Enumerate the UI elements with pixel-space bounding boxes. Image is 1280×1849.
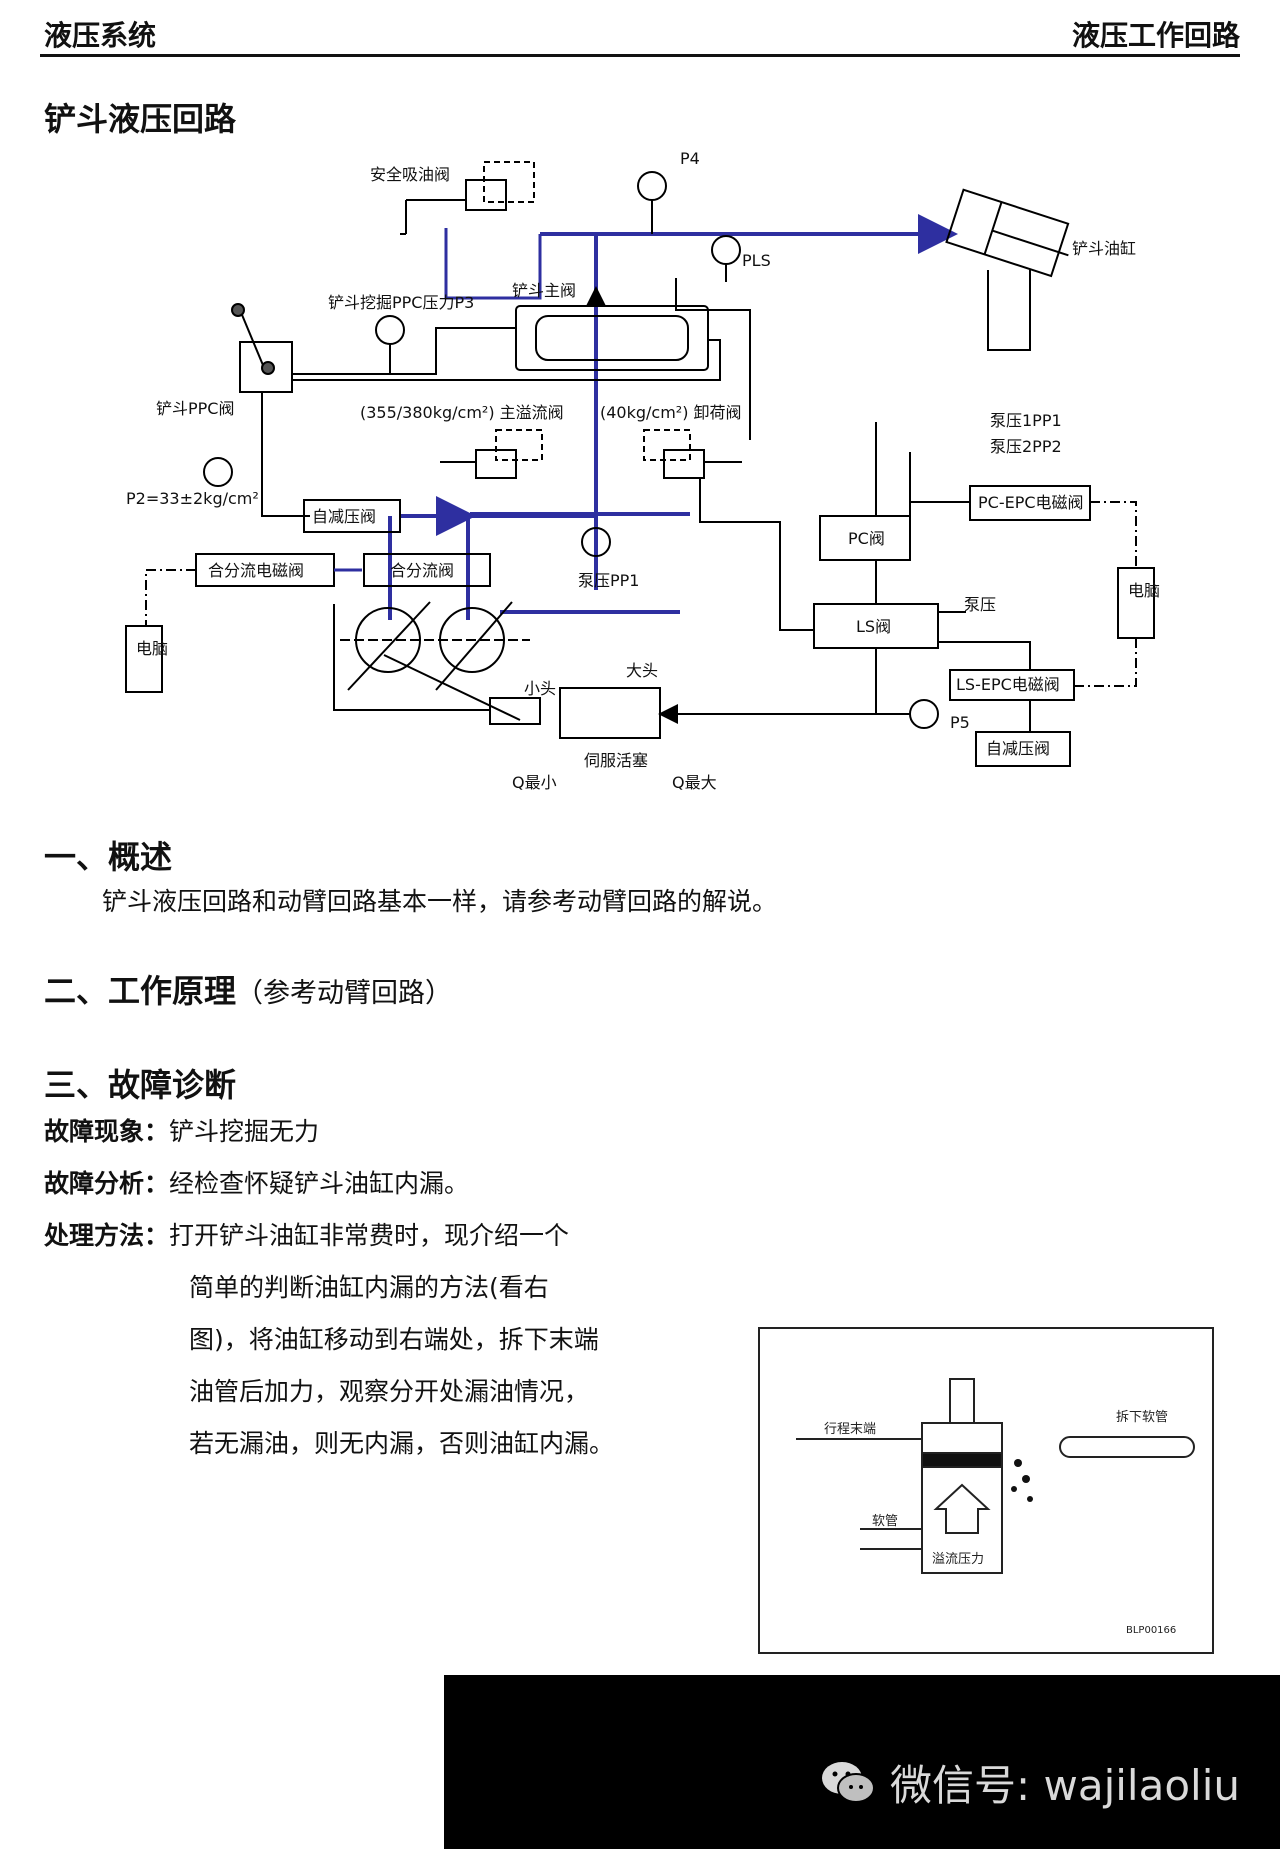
label-p5: P5 <box>950 713 970 732</box>
label-safety-valve: 安全吸油阀 <box>370 165 450 184</box>
label-merge-solenoid: 合分流电磁阀 <box>208 561 304 580</box>
label-q-max: Q最大 <box>672 773 717 792</box>
label-q-min: Q最小 <box>512 773 557 792</box>
label-big-end: 大头 <box>626 661 658 680</box>
section-overview-text: 铲斗液压回路和动臂回路基本一样，请参考动臂回路的解说。 <box>102 887 778 916</box>
header-divider <box>40 54 1240 57</box>
watermark-panel <box>444 1675 1280 1849</box>
label-pls: PLS <box>742 251 771 270</box>
label-pc-epc: PC-EPC电磁阀 <box>978 493 1084 512</box>
label-small-end: 小头 <box>524 679 556 698</box>
cylinder-leak-figure: 行程末端 拆下软管 软管 溢流压力 BLP00166 <box>758 1327 1214 1654</box>
label-hose: 软管 <box>872 1514 898 1529</box>
method-label: 处理方法： <box>44 1221 170 1250</box>
analysis-text: 经检查怀疑铲斗油缸内漏。 <box>169 1169 470 1198</box>
section-diagnosis-title: 三、故障诊断 <box>44 1066 237 1104</box>
label-stroke-end: 行程末端 <box>824 1422 876 1437</box>
label-merge-valve: 合分流阀 <box>390 561 454 580</box>
label-servo-piston: 伺服活塞 <box>584 751 648 770</box>
label-ppc-pressure: 铲斗挖掘PPC压力P3 <box>328 293 474 312</box>
label-p4: P4 <box>680 150 700 168</box>
label-bucket-main-valve: 铲斗主阀 <box>512 281 576 300</box>
label-ls-valve: LS阀 <box>856 617 891 636</box>
page-title: 铲斗液压回路 <box>44 100 237 138</box>
method-line-2: 简单的判断油缸内漏的方法(看右 <box>189 1273 549 1302</box>
method-line-1: 打开铲斗油缸非常费时，现介绍一个 <box>169 1221 570 1250</box>
label-computer-right: 电脑 <box>1128 581 1160 600</box>
symptom-text: 铲斗挖掘无力 <box>169 1117 320 1146</box>
symptom-label: 故障现象： <box>44 1117 170 1146</box>
label-self-reducing-2: 自减压阀 <box>986 739 1050 758</box>
label-ls-epc: LS-EPC电磁阀 <box>956 675 1060 694</box>
label-bucket-cylinder: 铲斗油缸 <box>1072 239 1136 258</box>
analysis-label: 故障分析： <box>44 1169 170 1198</box>
watermark-text: 微信号: wajilaoliu <box>890 1761 1240 1810</box>
label-pump-pp1: 泵压PP1 <box>578 571 639 590</box>
label-relief-pressure: 溢流压力 <box>932 1552 984 1567</box>
label-remove-hose: 拆下软管 <box>1116 1410 1168 1425</box>
method-line-4: 油管后加力，观察分开处漏油情况， <box>189 1377 590 1406</box>
method-line-5: 若无漏油，则无内漏，否则油缸内漏。 <box>189 1429 615 1458</box>
header-chapter-title: 液压工作回路 <box>1071 19 1240 52</box>
header-section-title: 液压系统 <box>44 19 157 52</box>
label-pump-pressure: 泵压 <box>964 595 996 614</box>
section-principle-title: 二、工作原理（参考动臂回路） <box>44 966 452 1012</box>
label-bucket-ppc: 铲斗PPC阀 <box>156 399 234 418</box>
label-pump1: 泵压1PP1 <box>990 411 1062 430</box>
label-p2: P2=33±2kg/cm² <box>126 489 259 508</box>
hydraulic-circuit-diagram: 安全吸油阀 P4 铲斗油缸 PLS 铲斗主阀 铲斗挖掘PPC压力P3 铲斗PPC… <box>125 150 1160 792</box>
label-unload-valve: (40kg/cm²) 卸荷阀 <box>600 403 742 422</box>
label-pump2: 泵压2PP2 <box>990 437 1062 456</box>
label-pc-valve: PC阀 <box>848 529 885 548</box>
wechat-icon <box>822 1761 875 1803</box>
section-overview-title: 一、概述 <box>44 838 173 876</box>
diagnosis-block: 故障现象：铲斗挖掘无力 故障分析：经检查怀疑铲斗油缸内漏。 处理方法：打开铲斗油… <box>44 1106 684 1470</box>
label-computer-left: 电脑 <box>136 639 168 658</box>
label-figure-code: BLP00166 <box>1126 1625 1176 1636</box>
watermark: 微信号: wajilaoliu <box>820 1752 1240 1813</box>
method-line-3: 图)，将油缸移动到右端处，拆下末端 <box>189 1325 599 1354</box>
label-main-relief: (355/380kg/cm²) 主溢流阀 <box>360 403 564 422</box>
section-principle-note: （参考动臂回路） <box>236 978 453 1009</box>
section-principle-heading: 二、工作原理 <box>44 972 237 1010</box>
label-self-reducing: 自减压阀 <box>312 507 376 526</box>
